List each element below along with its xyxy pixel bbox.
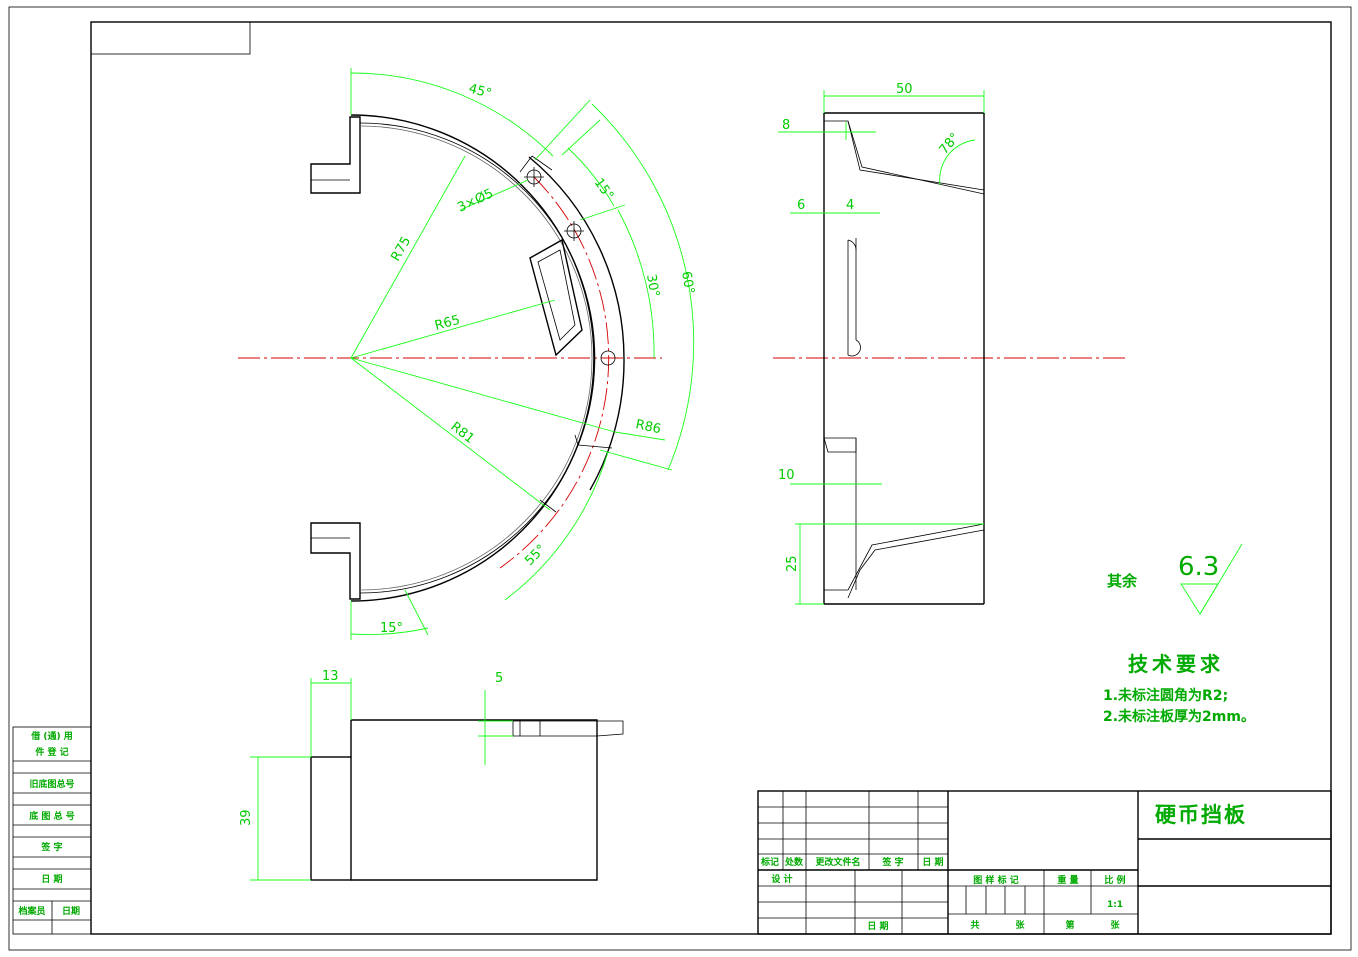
signature-label: 签 字 bbox=[40, 841, 62, 853]
dim-5: 5 bbox=[495, 671, 503, 686]
dim-r75: R75 bbox=[388, 234, 414, 264]
design-date-label: 日 期 bbox=[867, 920, 888, 932]
side-view: 50 8 78° 6 4 10 25 bbox=[773, 82, 1127, 605]
dim-4: 4 bbox=[846, 198, 854, 213]
sheet-total-label: 共 bbox=[970, 919, 979, 931]
dim-6: 6 bbox=[797, 198, 805, 213]
dim-13: 13 bbox=[322, 669, 339, 684]
archive-date-label: 日期 bbox=[62, 905, 80, 917]
bottom-view: 13 5 39 bbox=[239, 669, 624, 881]
rev-header-date: 日 期 bbox=[922, 856, 943, 868]
dim-25: 25 bbox=[785, 555, 800, 572]
dim-r65: R65 bbox=[433, 313, 462, 334]
dim-39: 39 bbox=[239, 809, 254, 826]
title-block: 标记 处数 更改文件名 签 字 日 期 设 计 日 期 图 样 标 记 重 量 … bbox=[757, 790, 1332, 935]
sheet-unit2-label: 张 bbox=[1110, 919, 1120, 931]
dim-angle-15-top: 15° bbox=[591, 176, 617, 203]
sheet-unit-label: 张 bbox=[1015, 919, 1025, 931]
front-view: 45° 15° 30° 60° 55° 15° 3×Ø5 R75 R65 R81… bbox=[238, 68, 697, 640]
tech-req-item-1: 1.未标注圆角为R2; bbox=[1103, 687, 1228, 704]
technical-requirements: 技术要求 1.未标注圆角为R2; 2.未标注板厚为2mm。 bbox=[1103, 652, 1255, 725]
rev-header-file: 更改文件名 bbox=[815, 856, 860, 868]
surface-finish-symbol: 其余 6.3 bbox=[1107, 543, 1243, 615]
dim-width-50: 50 bbox=[896, 82, 913, 97]
dim-angle-55: 55° bbox=[522, 542, 549, 569]
part-name: 硬币挡板 bbox=[1155, 803, 1247, 827]
sheet-frame bbox=[8, 6, 1352, 951]
surface-finish-value: 6.3 bbox=[1178, 552, 1219, 582]
weight-label: 重 量 bbox=[1057, 874, 1078, 886]
drawing-no-label: 底 图 总 号 bbox=[29, 810, 74, 822]
tech-req-title: 技术要求 bbox=[1128, 652, 1224, 676]
scale-label: 比 例 bbox=[1104, 874, 1125, 886]
old-drawing-no-label: 旧底图总号 bbox=[29, 778, 74, 790]
dim-holes: 3×Ø5 bbox=[455, 186, 495, 216]
dim-angle-15-bottom: 15° bbox=[380, 621, 403, 636]
dim-angle-60: 60° bbox=[678, 270, 697, 295]
sheet-index-label: 第 bbox=[1065, 919, 1074, 931]
design-label: 设 计 bbox=[771, 873, 792, 885]
archivist-label: 档案员 bbox=[18, 905, 45, 917]
dim-angle-45: 45° bbox=[467, 81, 493, 101]
dim-angle-30: 30° bbox=[643, 273, 662, 298]
dim-8: 8 bbox=[782, 118, 790, 133]
date-label: 日 期 bbox=[41, 873, 62, 885]
tech-req-item-2: 2.未标注板厚为2mm。 bbox=[1103, 708, 1255, 725]
rev-header-sign: 签 字 bbox=[881, 856, 903, 868]
side-registration-block: 借 (通) 用 件 登 记 旧底图总号 底 图 总 号 签 字 日 期 档案员 … bbox=[12, 726, 92, 935]
borrow-label-2: 件 登 记 bbox=[35, 746, 68, 758]
dim-10: 10 bbox=[778, 468, 795, 483]
drawing-mark-label: 图 样 标 记 bbox=[973, 874, 1018, 886]
rev-header-mark: 标记 bbox=[760, 856, 779, 868]
scale-value: 1:1 bbox=[1107, 900, 1123, 910]
borrow-label-1: 借 (通) 用 bbox=[30, 730, 73, 742]
dim-r86: R86 bbox=[634, 417, 662, 437]
surface-finish-label: 其余 bbox=[1107, 572, 1138, 590]
rev-header-count: 处数 bbox=[784, 856, 804, 868]
dim-angle-78: 78° bbox=[937, 130, 963, 157]
